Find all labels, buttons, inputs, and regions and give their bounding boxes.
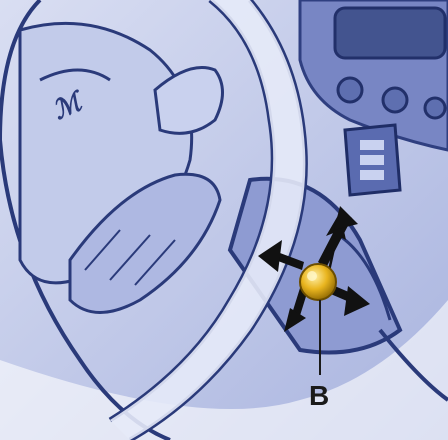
callout-label-b: B xyxy=(309,382,329,410)
adjustment-knob-icon xyxy=(300,264,336,300)
ignition-lock-icon xyxy=(345,125,400,195)
